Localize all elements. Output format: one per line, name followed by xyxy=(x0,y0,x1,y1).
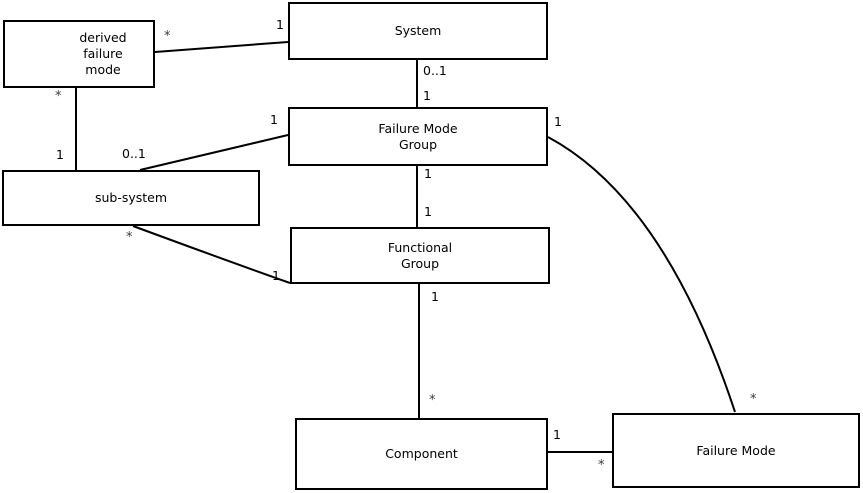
multiplicity-mult-subsystem-fg-star: * xyxy=(126,230,133,245)
class-name-failure-mode: Failure Mode xyxy=(696,442,776,458)
multiplicity-mult-component-fg-star: * xyxy=(429,393,436,408)
multiplicity-mult-subsystem-fmg-zero-one: 0..1 xyxy=(122,146,146,161)
class-name-failure-mode-group: Failure Mode Group xyxy=(378,120,458,152)
multiplicity-mult-fmg-subsystem-one: 1 xyxy=(270,112,278,127)
multiplicity-mult-fmg-fm-one: 1 xyxy=(554,114,562,129)
multiplicity-mult-component-fm-one: 1 xyxy=(553,427,561,442)
multiplicity-mult-fg-fmg-one: 1 xyxy=(424,204,432,219)
multiplicity-mult-dfm-system-star: * xyxy=(164,29,171,44)
multiplicity-mult-subsystem-dfm-one: 1 xyxy=(56,147,64,162)
class-name-functional-group: Functional Group xyxy=(387,239,453,271)
multiplicity-mult-fm-component-star: * xyxy=(598,458,605,473)
multiplicity-mult-fmg-fg-one: 1 xyxy=(424,166,432,181)
class-box-failure-mode[interactable]: Failure Mode xyxy=(612,413,860,488)
class-name-system: System xyxy=(394,23,442,38)
multiplicity-mult-fm-fmg-star: * xyxy=(750,392,757,407)
multiplicity-mult-dfm-subsystem-star: * xyxy=(55,89,62,104)
multiplicity-mult-system-dfm-one: 1 xyxy=(276,17,284,32)
association-sub-system-to-functional-group[interactable] xyxy=(132,225,291,284)
multiplicity-mult-fg-subsystem-one: 1 xyxy=(272,268,280,283)
class-box-component[interactable]: Component xyxy=(295,418,548,490)
class-box-derived-failure-mode[interactable]: derived failure mode xyxy=(3,20,155,88)
class-name-sub-system: sub-system xyxy=(94,190,168,205)
multiplicity-mult-system-fmg-zero-one: 0..1 xyxy=(423,63,447,78)
class-name-derived-failure-mode: derived failure mode xyxy=(79,30,127,77)
class-box-functional-group[interactable]: Functional Group xyxy=(290,227,550,284)
multiplicity-mult-fg-component-one: 1 xyxy=(431,289,439,304)
class-box-sub-system[interactable]: sub-system xyxy=(2,170,260,226)
class-box-failure-mode-group[interactable]: Failure Mode Group xyxy=(288,107,548,166)
association-sub-system-to-failure-mode-group[interactable] xyxy=(139,134,289,171)
association-derived-failure-mode-to-system[interactable] xyxy=(154,41,289,53)
association-failure-mode-group-to-failure-mode[interactable] xyxy=(547,136,736,413)
class-name-component: Component xyxy=(385,446,458,461)
class-box-system[interactable]: System xyxy=(288,2,548,60)
multiplicity-mult-fmg-system-one: 1 xyxy=(423,88,431,103)
